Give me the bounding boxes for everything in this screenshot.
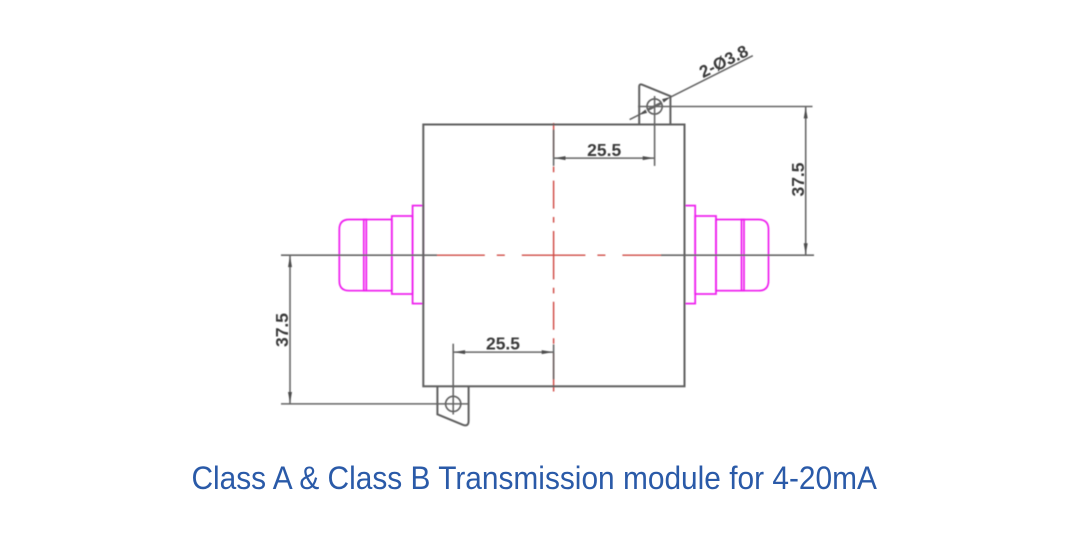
svg-text:25.5: 25.5	[587, 140, 621, 160]
svg-text:37.5: 37.5	[272, 313, 292, 347]
svg-text:Class A & Class B Transmission: Class A & Class B Transmission module fo…	[191, 460, 877, 496]
svg-text:37.5: 37.5	[788, 162, 808, 196]
svg-text:25.5: 25.5	[486, 334, 520, 354]
svg-text:2-Ø3.8: 2-Ø3.8	[696, 42, 751, 82]
